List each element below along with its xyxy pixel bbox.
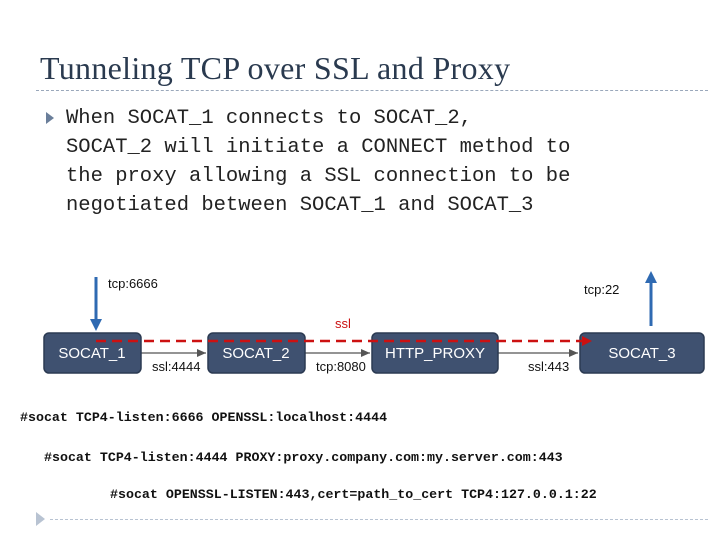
label-tcp-8080: tcp:8080 [316,359,366,374]
node-socat2: SOCAT_2 [207,332,306,374]
label-tcp-22: tcp:22 [584,282,619,297]
node-socat3-label: SOCAT_3 [608,345,675,362]
node-socat1-label: SOCAT_1 [58,345,125,362]
label-ssl-tunnel: ssl [335,316,351,331]
footer-divider [50,519,708,520]
label-tcp-6666: tcp:6666 [108,276,158,291]
node-proxy: HTTP_PROXY [371,332,499,374]
title-divider [36,90,708,91]
node-socat2-label: SOCAT_2 [222,345,289,362]
node-socat3: SOCAT_3 [579,332,705,374]
label-ssl-4444: ssl:4444 [152,359,200,374]
node-socat1: SOCAT_1 [43,332,142,374]
label-ssl-443: ssl:443 [528,359,569,374]
command-socat1: #socat TCP4-listen:6666 OPENSSL:localhos… [20,410,388,425]
command-socat3: #socat OPENSSL-LISTEN:443,cert=path_to_c… [110,487,597,502]
bullet-text: When SOCAT_1 connects to SOCAT_2, SOCAT_… [66,107,571,217]
command-socat2: #socat TCP4-listen:4444 PROXY:proxy.comp… [44,450,563,465]
footer-arrow-icon [36,512,45,526]
slide-title: Tunneling TCP over SSL and Proxy [40,50,511,86]
node-proxy-label: HTTP_PROXY [385,345,485,362]
bullet-arrow-icon [46,112,54,124]
